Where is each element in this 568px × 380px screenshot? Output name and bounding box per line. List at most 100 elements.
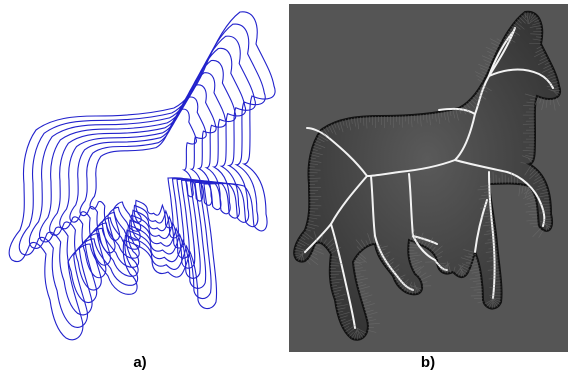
hatch-stroke <box>408 115 410 125</box>
hatch-stroke <box>503 38 512 44</box>
hatch-stroke <box>415 287 421 293</box>
hatch-stroke <box>309 163 319 165</box>
hatch-stroke <box>437 112 441 125</box>
hatch-stroke <box>330 281 340 284</box>
hatch-stroke <box>513 23 521 30</box>
hatch-stroke <box>348 118 351 131</box>
hatch-stroke <box>353 267 363 270</box>
hatch-stroke <box>488 302 492 309</box>
hatch-stroke <box>509 28 520 36</box>
hatch-stroke <box>523 105 536 107</box>
hatch-stroke <box>455 265 464 275</box>
hatch-stroke <box>295 244 302 247</box>
hatch-stroke <box>348 331 354 337</box>
hatch-stroke <box>537 59 549 66</box>
hatch-stroke <box>542 218 552 220</box>
hatch-stroke <box>414 282 416 295</box>
contour-line <box>89 108 197 241</box>
hatch-stroke <box>527 12 532 24</box>
hatch-stroke <box>354 117 356 127</box>
hatch-stroke <box>553 91 559 97</box>
hatch-stroke <box>534 19 540 23</box>
hatch-stroke <box>449 110 452 116</box>
hatch-stroke <box>532 38 542 41</box>
hatch-stroke <box>491 296 494 309</box>
hatch-stroke <box>397 281 403 286</box>
hatch-stroke <box>308 177 321 179</box>
hatch-stroke <box>425 113 428 123</box>
hatch-stroke <box>493 262 500 264</box>
hatch-stroke <box>481 84 492 92</box>
hatch-stroke <box>308 217 318 220</box>
hatch-stroke <box>541 98 545 111</box>
hatch-stroke <box>308 169 321 171</box>
hatch-stroke <box>298 238 310 246</box>
hatch-stroke <box>320 129 327 138</box>
hatch-stroke <box>358 290 365 293</box>
panel-b-medial-axis <box>289 4 568 352</box>
hatch-stroke <box>333 122 337 129</box>
hatch-stroke <box>301 233 310 240</box>
hatch-stroke <box>555 97 560 107</box>
hatch-stroke <box>525 155 535 158</box>
hatch-stroke <box>413 266 422 272</box>
hatch-stroke <box>528 16 539 25</box>
hatch-stroke <box>294 249 304 252</box>
hatch-stroke <box>533 51 545 58</box>
hatch-stroke <box>529 14 537 22</box>
hatch-stroke <box>470 286 483 288</box>
hatch-stroke <box>459 268 467 276</box>
horse-silhouette <box>293 10 562 341</box>
hatch-stroke <box>297 241 306 246</box>
hatch-stroke <box>367 329 377 333</box>
hatch-stroke <box>334 293 346 299</box>
hatch-stroke <box>357 255 367 263</box>
hatch-stroke <box>359 292 369 296</box>
hatch-stroke <box>335 302 342 305</box>
hatch-stroke <box>540 53 547 58</box>
hatch-stroke <box>480 185 490 187</box>
hatch-stroke <box>438 265 445 268</box>
hatch-stroke <box>360 294 373 299</box>
hatch-stroke <box>294 246 307 252</box>
hatch-stroke <box>529 222 539 225</box>
hatch-stroke <box>330 256 340 258</box>
hatch-stroke <box>491 274 501 277</box>
hatch-stroke <box>428 113 431 126</box>
hatch-stroke <box>459 265 465 277</box>
hatch-stroke <box>493 301 498 307</box>
hatch-stroke <box>482 203 492 206</box>
hatch-stroke <box>485 200 492 202</box>
hatch-stroke <box>548 70 555 73</box>
contour-line <box>18 23 266 328</box>
hatch-stroke <box>345 119 348 129</box>
hatch-stroke <box>473 265 480 268</box>
hatch-stroke <box>476 75 485 80</box>
hatch-stroke <box>325 237 335 247</box>
hatch-stroke <box>435 250 443 257</box>
hatch-stroke <box>342 119 345 126</box>
hatch-stroke <box>483 232 496 235</box>
hatch-stroke <box>448 264 452 273</box>
hatch-stroke <box>330 278 343 281</box>
hatch-stroke <box>528 213 538 215</box>
hatch-stroke <box>545 215 552 218</box>
hatch-stroke <box>416 114 419 124</box>
hatch-stroke <box>516 18 522 24</box>
hatch-stroke <box>328 125 333 134</box>
hatch-stroke <box>364 309 374 313</box>
hatch-stroke <box>462 268 469 273</box>
hatch-stroke <box>474 94 482 101</box>
hatch-stroke <box>419 114 422 127</box>
hatch-stroke <box>316 137 325 143</box>
hatch-stroke <box>543 64 552 69</box>
hatch-stroke <box>313 231 318 243</box>
hatch-stroke <box>471 271 481 274</box>
hatch-stroke <box>527 190 533 195</box>
hatch-stroke <box>473 289 483 291</box>
hatch-stroke <box>544 61 551 66</box>
hatch-stroke <box>345 324 356 333</box>
hatch-stroke <box>408 254 421 257</box>
hatch-stroke <box>295 253 304 260</box>
